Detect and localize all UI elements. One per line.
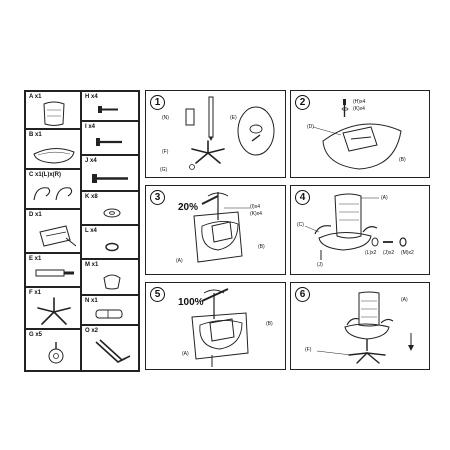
allen-key-icon: [95, 339, 131, 363]
step-5-number: 5: [150, 287, 165, 302]
step-4-illustration: [304, 193, 407, 260]
short-bolt-icon: [98, 106, 118, 113]
step-3-panel: 3 20% (I)x4 (K)x4 (B) (A): [145, 185, 286, 275]
washer-icon: [103, 208, 121, 218]
hardware-l-label: L x4: [85, 228, 97, 234]
step-6-panel: 6 (A) (F): [290, 282, 430, 370]
caster-icon: [48, 342, 64, 364]
part-f-cell: F x1: [25, 287, 81, 329]
step-1-number: 1: [150, 95, 165, 110]
step-6-illustration: [316, 291, 414, 364]
hardware-m-label: M x1: [85, 262, 99, 268]
armrests-icon: [33, 187, 73, 201]
hardware-i-cell: I x4: [81, 121, 139, 155]
part-f-label: F x1: [29, 290, 42, 296]
seat-back-icon: [43, 101, 65, 126]
step-3-illustration: [193, 192, 250, 263]
hardware-j-cell: J x4: [81, 155, 139, 191]
step-1-panel: 1 (N) (E) (F) (G): [145, 90, 286, 178]
part-c-cell: C x1(L)x(R): [25, 169, 81, 209]
step-6-label-a: (A): [401, 297, 408, 303]
step-3-label-a: (A): [176, 258, 183, 264]
step-5-panel: 5 100% (B) (A): [145, 282, 286, 370]
spring-washer-icon: [105, 242, 119, 252]
hardware-k-cell: K x8: [81, 191, 139, 225]
part-e-label: E x1: [29, 256, 42, 262]
hardware-i-label: I x4: [85, 124, 96, 130]
hardware-l-cell: L x4: [81, 225, 139, 259]
part-b-label: B x1: [29, 132, 42, 138]
hardware-k-label: K x8: [85, 194, 98, 200]
hardware-n-cell: N x1: [81, 295, 139, 325]
step-2-label-b: (B): [399, 157, 406, 163]
part-d-cell: D x1: [25, 209, 81, 253]
step-3-number: 3: [150, 190, 165, 205]
part-a-label: A x1: [29, 94, 42, 100]
step-1-illustration: [185, 96, 275, 170]
step-1-label-g: (G): [160, 167, 168, 173]
step-4-label-l: (L)x2: [365, 250, 377, 256]
hardware-h-cell: H x4: [81, 91, 139, 121]
step-4-label-c: (C): [297, 222, 304, 228]
step-4-number: 4: [295, 190, 310, 205]
step-4-label-j: (J): [317, 262, 323, 268]
hardware-m-cell: M x1: [81, 259, 139, 295]
step-3-label-k: (K)x4: [250, 211, 262, 217]
step-6-label-f: (F): [305, 347, 312, 353]
hardware-o-cell: O x2: [81, 325, 139, 371]
step-2-label-h: (H)x4: [353, 99, 366, 105]
long-bolt-icon: [92, 174, 128, 183]
step-3-label-b: (B): [258, 244, 265, 250]
step-5-label-a: (A): [182, 351, 189, 357]
step-2-label-k: (K)x4: [353, 106, 365, 112]
part-g-cell: G x5: [25, 329, 81, 371]
step-3-label-i: (I)x4: [250, 204, 260, 210]
part-g-label: G x5: [29, 332, 43, 338]
step-5-label-b: (B): [266, 321, 273, 327]
part-e-cell: E x1: [25, 253, 81, 287]
step-2-number: 2: [295, 95, 310, 110]
step-4-label-a: (A): [381, 195, 388, 201]
part-b-cell: B x1: [25, 129, 81, 169]
step-1-label-n: (N): [162, 115, 169, 121]
step-4-label-m: (M)x2: [401, 250, 414, 256]
step-4-panel: 4 (A) (C) (J) (L)x2 (J)x2 (M)x2: [290, 185, 430, 275]
part-d-label: D x1: [29, 212, 42, 218]
bolt-icon: [96, 138, 122, 146]
parts-list: A x1 B x1 C x1(L)x(R) D x1: [24, 90, 140, 372]
step-4-label-j2: (J)x2: [383, 250, 395, 256]
part-a-cell: A x1: [25, 91, 81, 129]
step-1-label-e: (E): [230, 115, 237, 121]
part-c-label: C x1(L)x(R): [29, 172, 62, 178]
gas-lift-icon: [35, 269, 74, 277]
tilt-mechanism-icon: [39, 225, 77, 247]
step-5-percent: 100%: [178, 297, 204, 308]
seat-cushion-icon: [33, 148, 75, 164]
step-2-illustration: [312, 99, 402, 170]
hardware-n-label: N x1: [85, 298, 98, 304]
star-base-icon: [37, 297, 71, 325]
hardware-o-label: O x2: [85, 328, 99, 334]
gas-lift-cover-icon: [95, 309, 123, 319]
hardware-h-label: H x4: [85, 94, 98, 100]
step-2-panel: 2 (H)x4 (K)x4 (D) (B): [290, 90, 430, 178]
step-6-number: 6: [295, 287, 310, 302]
hardware-j-label: J x4: [85, 158, 97, 164]
cap-icon: [103, 274, 121, 290]
step-1-label-f: (F): [162, 149, 169, 155]
step-2-label-d: (D): [307, 124, 314, 130]
step-3-percent: 20%: [178, 202, 199, 213]
step-5-illustration: [191, 288, 249, 367]
